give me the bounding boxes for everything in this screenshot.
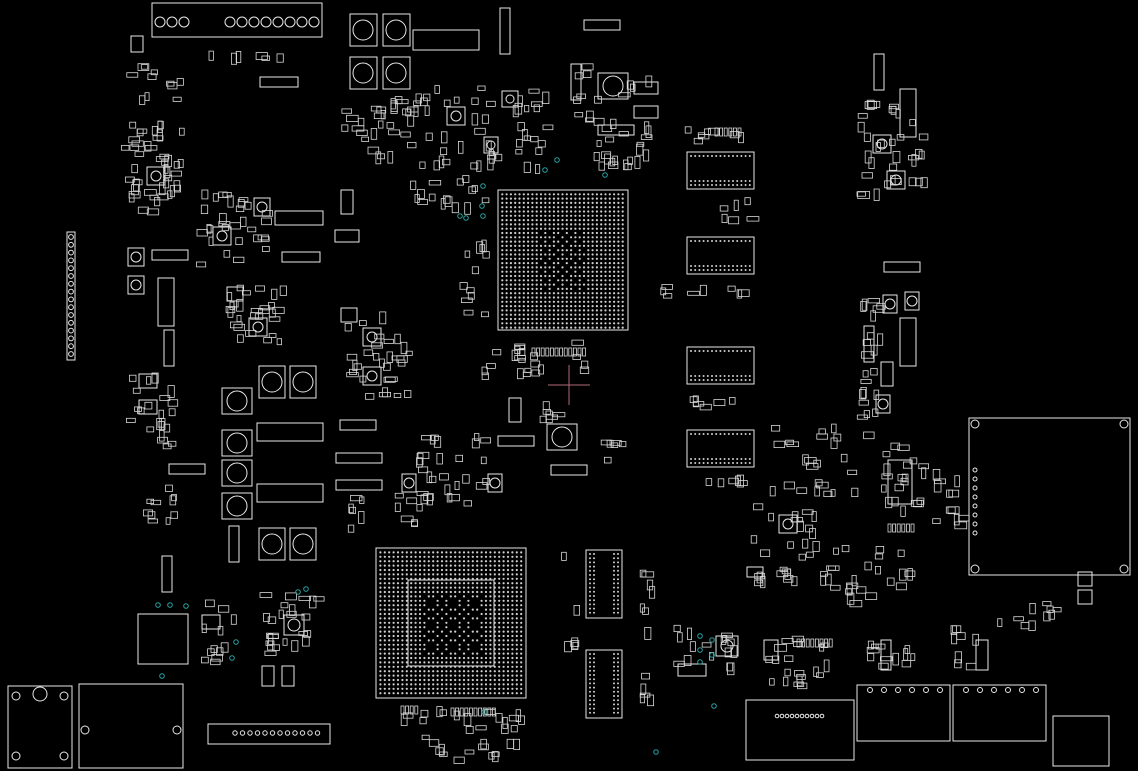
memory-chip-2[interactable] [686, 236, 755, 275]
ethernet-port[interactable] [78, 683, 184, 769]
crosshair-cursor [548, 365, 590, 405]
usb-port-1[interactable] [745, 699, 855, 761]
cpu-bga-package[interactable] [497, 189, 629, 331]
bga-ball-array [68, 155, 1039, 736]
usb-port-2[interactable] [856, 684, 951, 742]
bottom-header-connector[interactable] [207, 723, 331, 745]
vias [155, 157, 717, 755]
bottom-right-port[interactable] [1052, 715, 1110, 767]
left-pin-header [66, 231, 76, 361]
small-ic-footprints [127, 35, 1093, 687]
power-components [151, 7, 921, 593]
bottom-left-port[interactable] [7, 685, 73, 769]
memory-chip-1[interactable] [686, 151, 755, 190]
memory-chip-6[interactable] [585, 649, 623, 719]
memory-chip-5[interactable] [585, 549, 623, 619]
smd-pads [121, 50, 1062, 764]
memory-chip-4[interactable] [686, 429, 755, 468]
right-module-socket[interactable] [968, 417, 1131, 576]
top-edge-connector [151, 2, 323, 38]
memory-chip-3[interactable] [686, 346, 755, 385]
usb-port-3[interactable] [952, 684, 1047, 742]
